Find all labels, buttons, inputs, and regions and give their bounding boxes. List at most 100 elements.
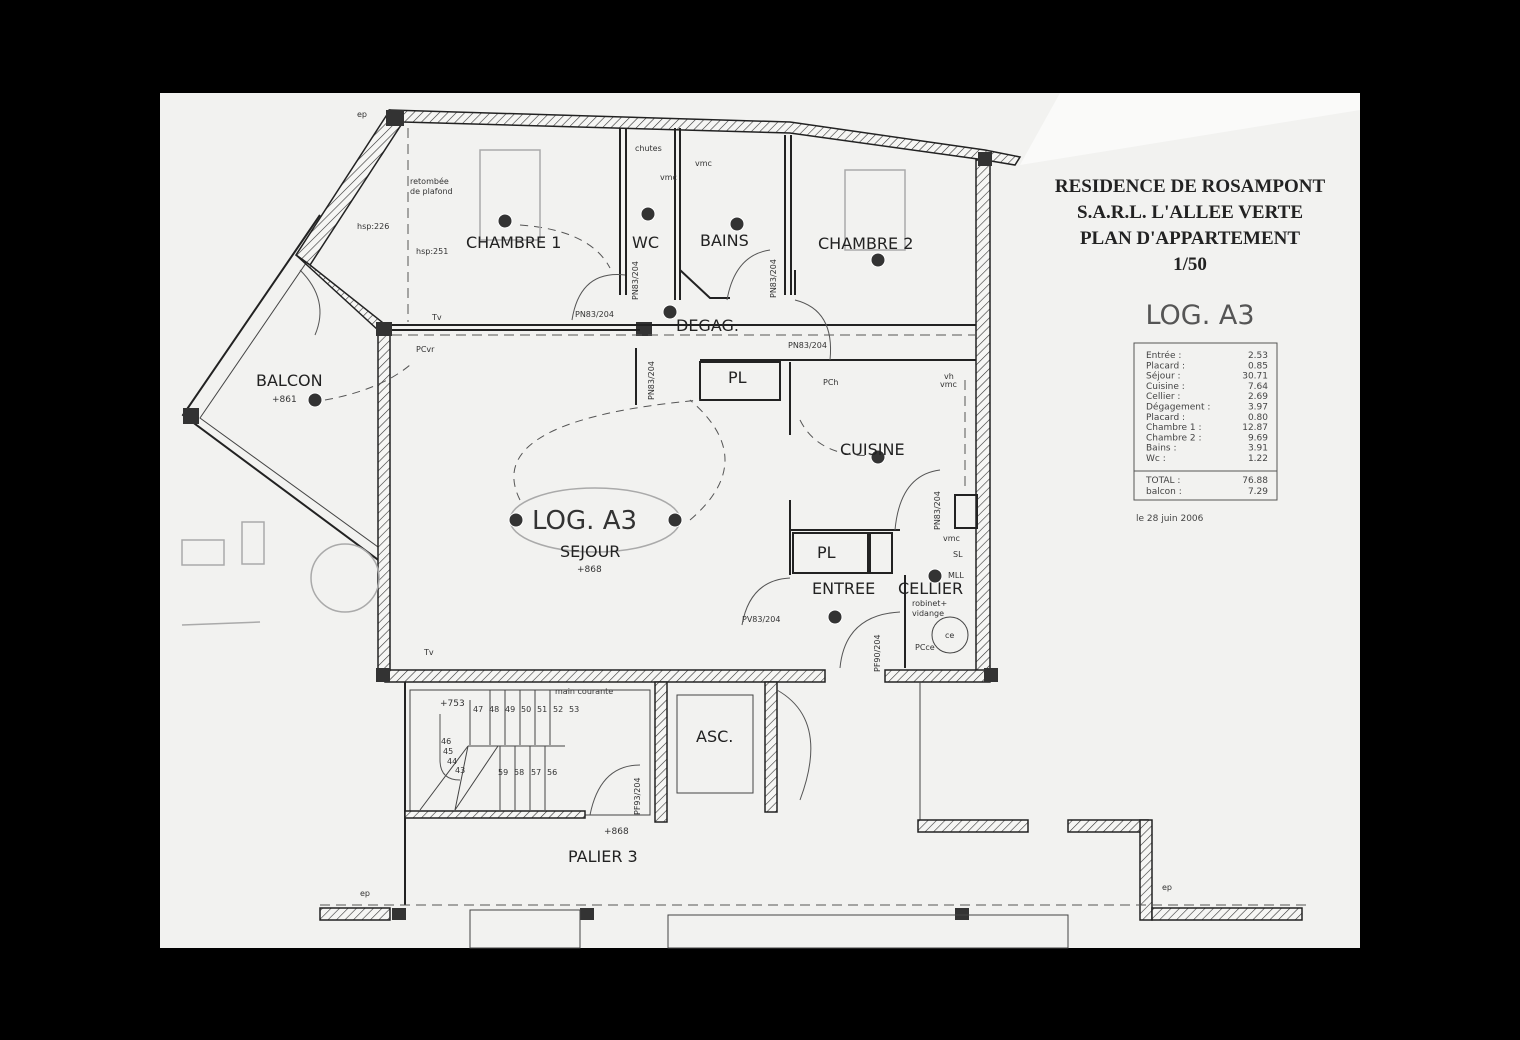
balcon-area-value: 7.29: [1248, 487, 1268, 497]
area-row-label: Placard :: [1146, 361, 1185, 371]
ep-label: ep: [357, 110, 367, 119]
light-icon: [870, 449, 886, 465]
pcce-label: PCce: [915, 643, 935, 652]
vmc-label: vmc: [943, 534, 960, 543]
area-row-value: 3.91: [1248, 444, 1268, 454]
stair-level: +753: [440, 699, 465, 709]
area-row-value: 30.71: [1242, 372, 1268, 382]
area-row-value: 12.87: [1242, 423, 1268, 433]
door-swings: [299, 128, 976, 816]
sl-label: SL: [953, 550, 963, 559]
label-chambre-2: CHAMBRE 2: [818, 234, 913, 253]
area-row-value: 9.69: [1248, 433, 1268, 443]
area-row-label: Cuisine :: [1146, 382, 1185, 392]
label-bains: BAINS: [700, 231, 749, 250]
label-asc: ASC.: [696, 727, 733, 746]
total-label: TOTAL :: [1145, 476, 1180, 486]
area-row-value: 0.85: [1248, 361, 1268, 371]
tv-label: Tv: [431, 313, 442, 322]
label-cuisine: CUISINE: [840, 440, 905, 459]
step-number: 43: [455, 766, 465, 775]
step-number: 48: [489, 705, 499, 714]
step-number: 51: [537, 705, 547, 714]
door-label: PN83/204: [631, 261, 640, 300]
area-row-label: Chambre 1 :: [1146, 423, 1202, 433]
label-cellier: CELLIER: [898, 579, 963, 598]
area-row-label: Placard :: [1146, 413, 1185, 423]
door-label: PN83/204: [769, 259, 778, 298]
door-label: PN83/204: [933, 491, 942, 530]
area-row-label: Chambre 2 :: [1146, 433, 1202, 443]
pch-label: PCh: [823, 378, 838, 387]
balcon-area-label: balcon :: [1146, 487, 1182, 497]
label-sejour: SEJOUR: [560, 542, 620, 561]
area-row-label: Cellier :: [1146, 392, 1180, 402]
paper-sheet: [160, 93, 1360, 948]
pcvr-label: PCvr: [416, 345, 435, 354]
door-label: PV83/204: [742, 615, 780, 624]
paper-fold: [1020, 93, 1360, 165]
step-number: 44: [447, 757, 457, 766]
label-placard-1: PL: [728, 368, 747, 387]
chutes-label: chutes: [635, 144, 662, 153]
hsp-226: hsp:226: [357, 222, 389, 231]
title-block: RESIDENCE DE ROSAMPONT S.A.R.L. L'ALLEE …: [1055, 176, 1326, 331]
door-label: PN83/204: [575, 310, 614, 319]
vmc-label: vmc: [940, 380, 957, 389]
light-icon: [729, 216, 745, 232]
door-label: PN83/204: [788, 341, 827, 350]
tv-label: Tv: [423, 648, 434, 657]
vidange-label: vidange: [912, 609, 944, 618]
area-row-value: 0.80: [1248, 413, 1268, 423]
step-number: 59: [498, 768, 508, 777]
vmc-label: vmc: [695, 159, 712, 168]
label-log-a3: LOG. A3: [532, 506, 637, 536]
step-number: 58: [514, 768, 524, 777]
plan-date: le 28 juin 2006: [1136, 514, 1204, 524]
area-row-label: Wc :: [1146, 454, 1166, 464]
step-number: 47: [473, 705, 483, 714]
area-row-value: 2.69: [1248, 392, 1268, 402]
area-row-value: 2.53: [1248, 351, 1268, 361]
step-number: 57: [531, 768, 541, 777]
water-heater-circle: [931, 616, 969, 654]
retombee-label: retombée: [410, 176, 449, 186]
palier-level: +868: [604, 827, 629, 837]
light-icon: [640, 206, 656, 222]
label-placard-2: PL: [817, 543, 836, 562]
label-wc: WC: [632, 233, 659, 252]
step-number: 52: [553, 705, 563, 714]
retombee-label-2: de plafond: [410, 187, 453, 196]
label-balcon: BALCON: [256, 371, 323, 390]
ep-label: ep: [360, 889, 370, 898]
area-table: TOTAL : 76.88 balcon : 7.29 le 28 juin 2…: [1133, 342, 1278, 524]
door-label: PF90/204: [873, 634, 882, 672]
light-icon: [508, 512, 524, 528]
vh-label: vh: [944, 372, 954, 381]
area-row-value: 3.97: [1248, 403, 1268, 413]
company-name: S.A.R.L. L'ALLEE VERTE: [1077, 202, 1303, 223]
light-icon: [667, 512, 683, 528]
area-row-label: Entrée :: [1146, 350, 1181, 361]
vmc-label: vmc: [660, 173, 677, 182]
door-label: PN83/204: [647, 361, 656, 400]
label-palier: PALIER 3: [568, 847, 638, 866]
area-row-value: 1.22: [1248, 454, 1268, 464]
interior-walls: [392, 128, 978, 668]
room-labels: CHAMBRE 1 WC BAINS CHAMBRE 2 DEGAG. BALC…: [256, 231, 963, 866]
light-icon: [870, 252, 886, 268]
plan-type: PLAN D'APPARTEMENT: [1080, 228, 1300, 249]
area-row-label: Bains :: [1146, 444, 1176, 454]
label-chambre-1: CHAMBRE 1: [466, 233, 561, 252]
area-row-value: 7.64: [1248, 382, 1268, 392]
ceiling-lights: [307, 206, 969, 654]
door-label: PF93/204: [633, 777, 642, 815]
total-value: 76.88: [1242, 476, 1268, 486]
main-courante-label: main courante: [555, 687, 613, 696]
area-row-label: Dégagement :: [1146, 402, 1210, 413]
label-entree: ENTREE: [812, 579, 875, 598]
robinet-label: robinet+: [912, 599, 947, 608]
exterior-walls: [294, 108, 1022, 920]
ep-label: ep: [1162, 883, 1172, 892]
